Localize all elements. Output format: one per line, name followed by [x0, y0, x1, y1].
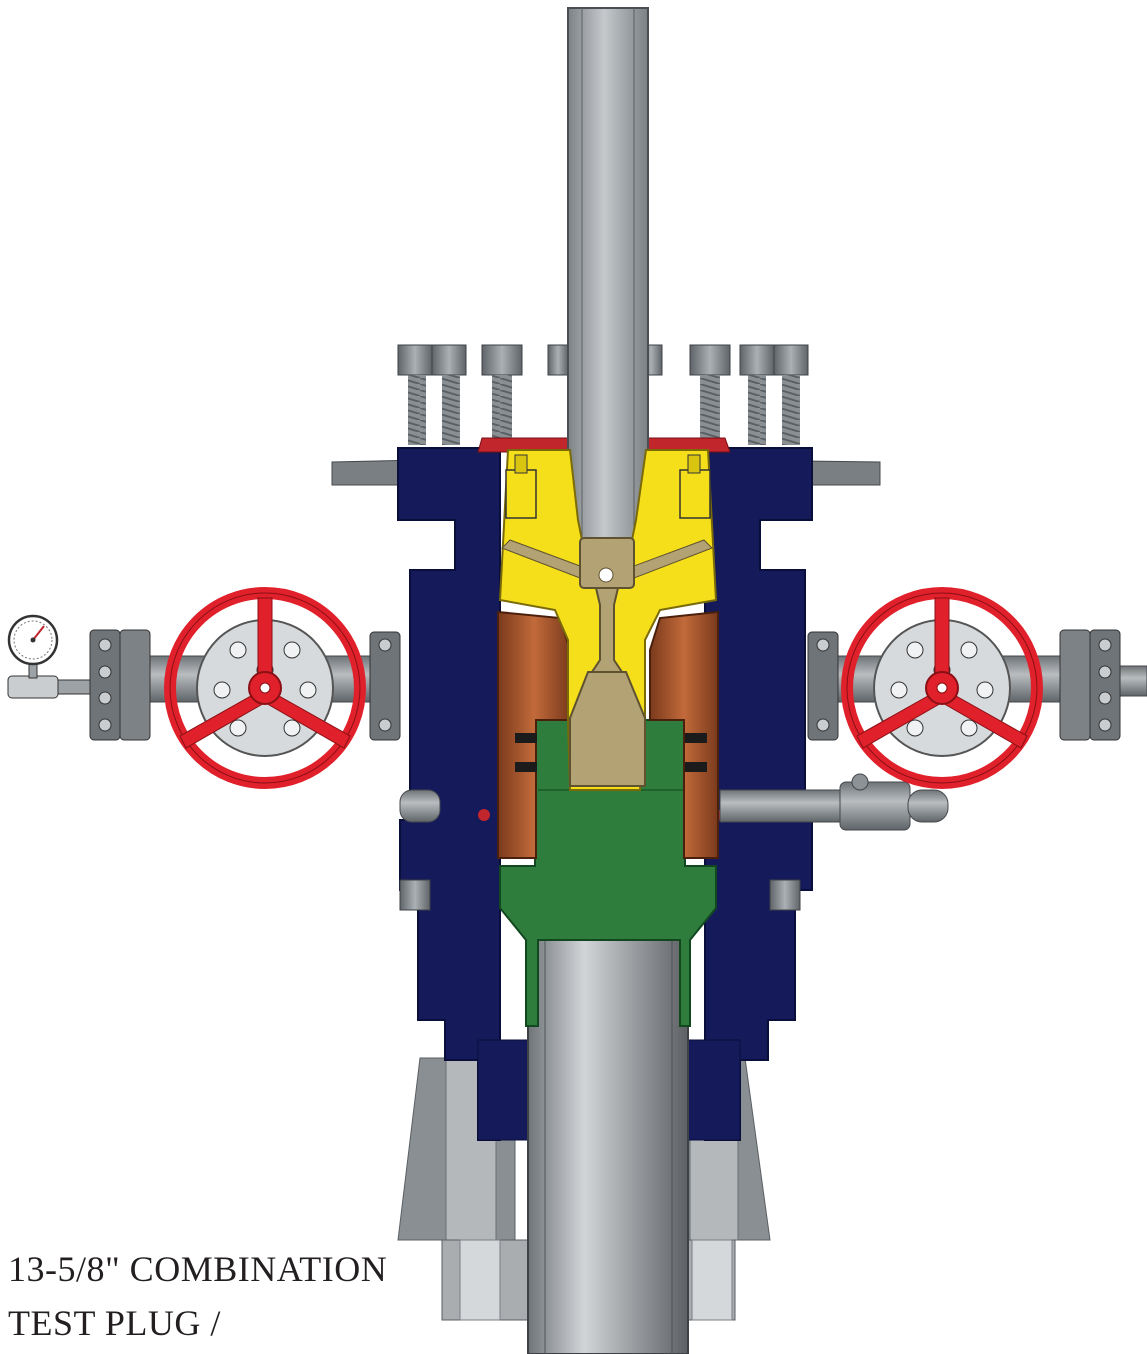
- caption-line-2: TEST PLUG /: [8, 1303, 221, 1343]
- lower-nuts: [399, 879, 801, 911]
- right-valve-handwheel: [841, 587, 1043, 789]
- stud-group-right: [639, 344, 809, 445]
- pressure-gauge: [7, 614, 91, 699]
- stud-group-left: [397, 344, 569, 445]
- caption-line-1: 13-5/8" COMBINATION: [8, 1249, 388, 1289]
- wellhead-body: [331, 437, 881, 1141]
- center-pin: [501, 537, 713, 787]
- test-rod: [567, 7, 649, 549]
- left-valve-handwheel: [164, 587, 366, 789]
- casing-pipe: [527, 939, 689, 1354]
- left-flanges: [89, 629, 401, 741]
- right-flanges: [807, 629, 1121, 741]
- packoff-bushing: [497, 610, 719, 859]
